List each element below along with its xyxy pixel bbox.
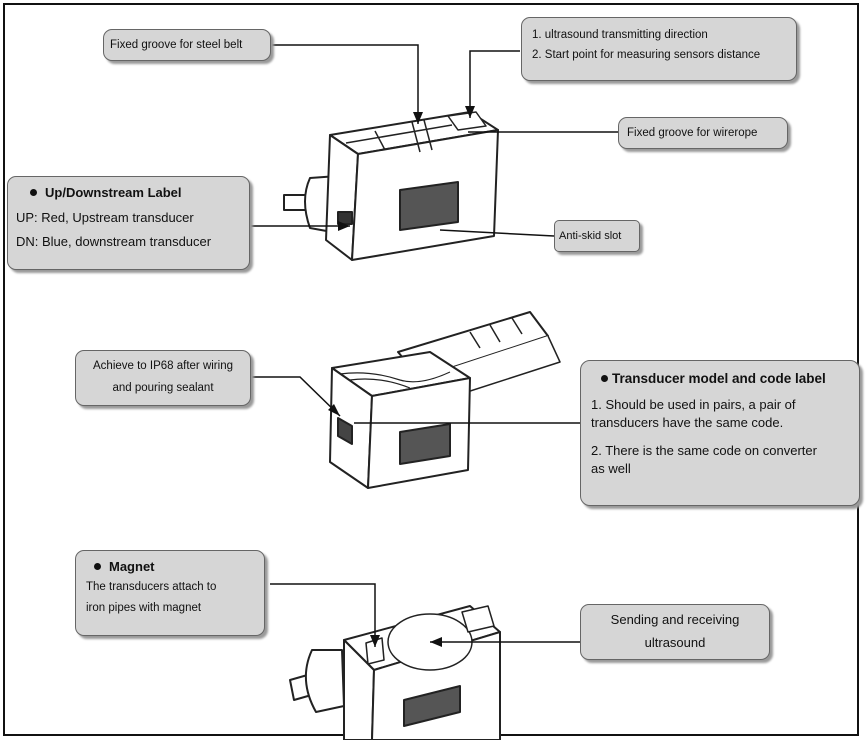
bullet-icon	[94, 563, 101, 570]
callout-ip68: Achieve to IP68 after wiring and pouring…	[75, 350, 251, 406]
callout-sending-receiving: Sending and receiving ultrasound	[580, 604, 770, 660]
callout-steel-belt-text: Fixed groove for steel belt	[110, 39, 243, 51]
callout-updown-line2: DN: Blue, downstream transducer	[16, 234, 212, 249]
callout-wirerope: Fixed groove for wirerope	[618, 117, 788, 149]
callout-model-title: Transducer model and code label	[612, 371, 826, 386]
transducer-bottom	[289, 605, 501, 740]
callout-ip68-line1: Achieve to IP68 after wiring	[93, 360, 233, 372]
callout-model-label: Transducer model and code label 1. Shoul…	[580, 360, 860, 506]
callout-ip68-line2: and pouring sealant	[112, 382, 214, 394]
transducer-top	[283, 111, 499, 261]
callout-steel-belt: Fixed groove for steel belt	[103, 29, 271, 61]
callout-ultrasound-line2: 2. Start point for measuring sensors dis…	[532, 49, 761, 61]
callout-model-line4: as well	[591, 461, 631, 476]
callout-updown-label: Up/Downstream Label UP: Red, Upstream tr…	[7, 176, 250, 270]
callout-ultrasound-direction: 1. ultrasound transmitting direction 2. …	[521, 17, 797, 81]
callout-anti-skid: Anti-skid slot	[554, 220, 640, 252]
callout-model-line3: 2. There is the same code on converter	[591, 443, 817, 458]
callout-sending-line2: ultrasound	[644, 635, 706, 650]
bullet-icon	[30, 189, 37, 196]
callout-wirerope-text: Fixed groove for wirerope	[627, 127, 758, 139]
callout-updown-title: Up/Downstream Label	[45, 185, 182, 200]
callout-model-line1: 1. Should be used in pairs, a pair of	[591, 397, 796, 412]
callout-magnet: Magnet The transducers attach to iron pi…	[75, 550, 265, 636]
callout-magnet-line1: The transducers attach to	[86, 581, 217, 593]
transducer-middle	[329, 311, 561, 489]
callout-magnet-title: Magnet	[109, 559, 155, 574]
callout-sending-line1: Sending and receiving	[610, 612, 740, 627]
callout-anti-skid-text: Anti-skid slot	[559, 230, 622, 242]
callout-ultrasound-line1: 1. ultrasound transmitting direction	[532, 29, 708, 41]
bullet-icon	[601, 375, 608, 382]
callout-model-line2: transducers have the same code.	[591, 415, 784, 430]
callout-magnet-line2: iron pipes with magnet	[86, 602, 202, 614]
callout-updown-line1: UP: Red, Upstream transducer	[16, 210, 194, 225]
